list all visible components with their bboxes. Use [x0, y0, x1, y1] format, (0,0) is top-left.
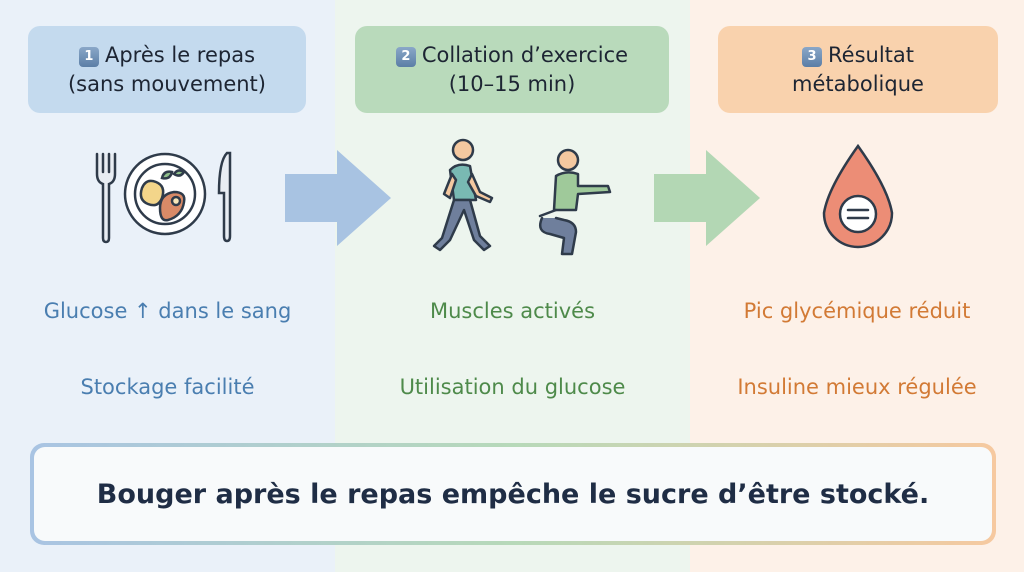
- walking-and-squat-icon: [432, 138, 612, 256]
- step-subtitle: (sans mouvement): [67, 71, 266, 96]
- step-1-point: Stockage facilité: [80, 375, 255, 399]
- step-number-badge: 2: [395, 46, 416, 67]
- step-3-header: 3 Résultat métabolique: [718, 26, 998, 113]
- step-title: Collation d’exercice: [421, 42, 629, 67]
- step-title: Résultat: [828, 42, 914, 67]
- step-subtitle: métabolique: [792, 71, 924, 96]
- arrow-right-icon: [654, 150, 760, 246]
- step-number-badge: 1: [78, 46, 99, 67]
- step-title: Après le repas: [104, 42, 256, 67]
- step-3-point: Insuline mieux régulée: [737, 375, 977, 399]
- step-2-point: Utilisation du glucose: [399, 375, 626, 399]
- step-2-point: Muscles activés: [429, 299, 596, 323]
- arrow-right-icon: [285, 150, 391, 246]
- conclusion-box: Bouger après le repas empêche le sucre d…: [30, 443, 996, 545]
- conclusion-text: Bouger après le repas empêche le sucre d…: [34, 447, 992, 541]
- blood-drop-equal-icon: [822, 143, 894, 249]
- step-subtitle: (10–15 min): [448, 71, 576, 96]
- plate-with-cutlery-icon: [95, 151, 232, 244]
- step-number-badge: 3: [802, 46, 822, 67]
- step-1-point: Glucose ↑ dans le sang: [43, 299, 292, 323]
- step-3-point: Pic glycémique réduit: [743, 299, 971, 323]
